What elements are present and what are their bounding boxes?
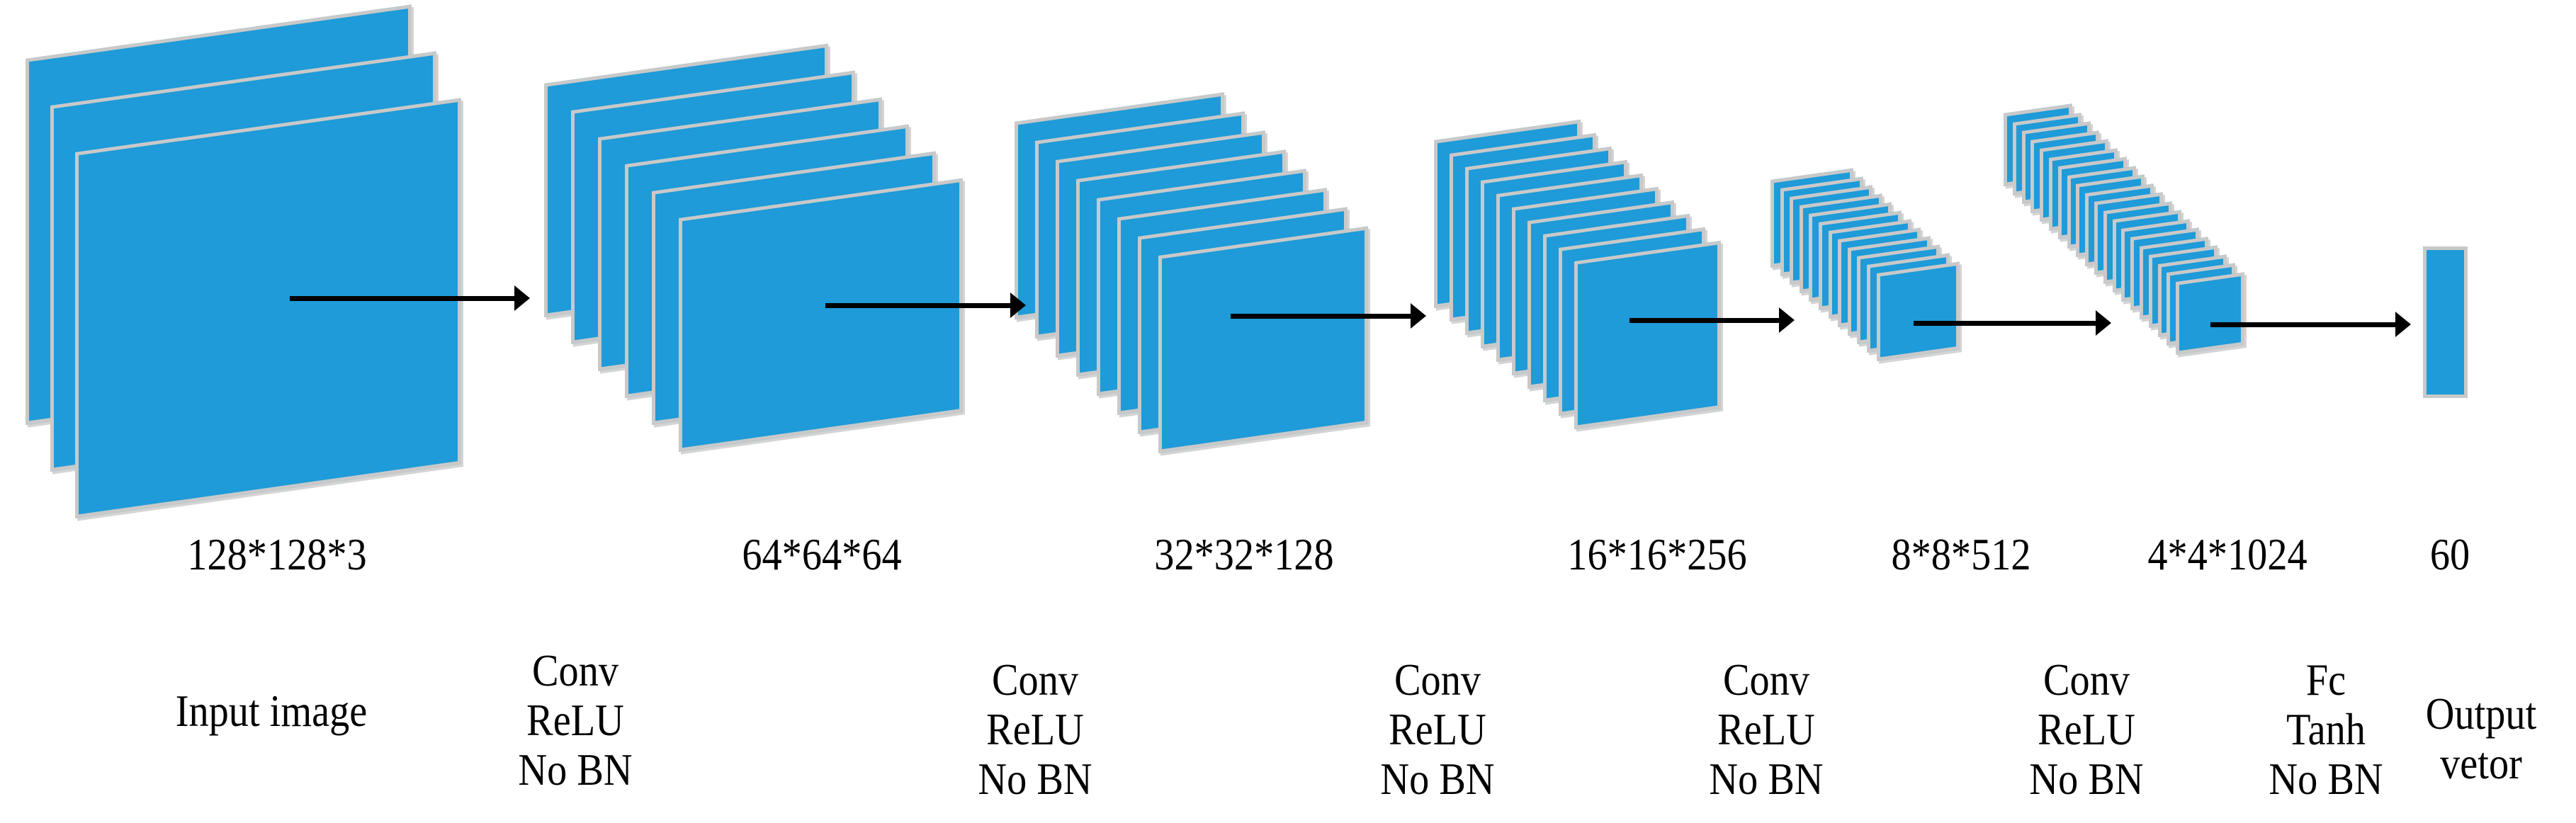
flow-arrow-shaft-6 — [2210, 322, 2398, 327]
flow-arrow-head-5 — [2096, 310, 2111, 336]
layer-label-line: No BN — [1709, 754, 1824, 804]
layer-label-conv-2: Conv ReLU No BN — [978, 655, 1092, 804]
layer-label-conv-5: Conv ReLU No BN — [2029, 655, 2143, 804]
layer-label-conv-4: Conv ReLU No BN — [1709, 655, 1823, 804]
layer-label-line: vetor — [2440, 738, 2522, 788]
layer-label-line: Conv — [1394, 654, 1481, 705]
layer-label-line: ReLU — [2038, 704, 2135, 754]
layer-label-line: ReLU — [1717, 704, 1815, 754]
feature-map-sheet-stack6 — [2176, 271, 2245, 355]
layer-label-output-vector: Output vetor — [2426, 689, 2536, 788]
flow-arrow-head-6 — [2395, 312, 2411, 337]
layer-label-line: No BN — [1380, 754, 1495, 804]
layer-label-line: ReLU — [526, 695, 624, 745]
layer-label-line: No BN — [518, 744, 633, 795]
feature-map-sheet-stack3 — [1158, 226, 1368, 453]
flow-arrow-head-3 — [1411, 303, 1426, 329]
layer-label-conv-3: Conv ReLU No BN — [1380, 655, 1494, 804]
dim-label-output: 60 — [2429, 529, 2470, 579]
layer-label-line: Fc — [2305, 654, 2346, 705]
layer-label-line: No BN — [2269, 754, 2383, 804]
layer-label-conv-1: Conv ReLU No BN — [518, 646, 632, 795]
layer-label-line: Conv — [2043, 654, 2130, 705]
flow-arrow-shaft-3 — [1231, 313, 1413, 319]
flow-arrow-shaft-1 — [290, 295, 517, 301]
layer-label-line: Conv — [531, 645, 619, 696]
dim-label-conv4: 8*8*512 — [1891, 529, 2031, 579]
layer-label-line: Conv — [991, 654, 1079, 705]
layer-label-line: No BN — [978, 754, 1092, 804]
layer-label-fc: Fc Tanh No BN — [2269, 655, 2383, 804]
layer-label-input-image: Input image — [176, 686, 368, 736]
dim-label-input: 128*128*3 — [187, 529, 367, 579]
layer-label-line: Conv — [1722, 654, 1810, 705]
feature-map-sheet-stack5 — [1876, 261, 1960, 361]
flow-arrow-head-2 — [1010, 293, 1026, 318]
dim-label-conv2: 32*32*128 — [1154, 529, 1334, 579]
layer-label-line: Input image — [175, 686, 368, 736]
output-vector-bar — [2423, 246, 2468, 398]
dim-label-conv5: 4*4*1024 — [2147, 529, 2307, 579]
layer-label-line: Output — [2425, 688, 2537, 739]
flow-arrow-head-1 — [514, 285, 530, 311]
layer-label-line: ReLU — [986, 704, 1084, 754]
layer-label-line: ReLU — [1389, 704, 1486, 754]
flow-arrow-head-4 — [1779, 307, 1795, 333]
layer-label-line: Tanh — [2286, 704, 2366, 754]
feature-map-sheet-stack2 — [679, 178, 963, 452]
dim-label-conv1: 64*64*64 — [742, 529, 902, 579]
layer-label-line: No BN — [2029, 754, 2144, 804]
flow-arrow-shaft-2 — [825, 302, 1013, 308]
dim-label-conv3: 16*16*256 — [1567, 529, 1747, 579]
flow-arrow-shaft-5 — [1914, 320, 2098, 326]
feature-map-sheet-stack4 — [1574, 240, 1721, 429]
feature-map-sheet-stack1 — [75, 98, 461, 518]
flow-arrow-shaft-4 — [1629, 317, 1782, 323]
